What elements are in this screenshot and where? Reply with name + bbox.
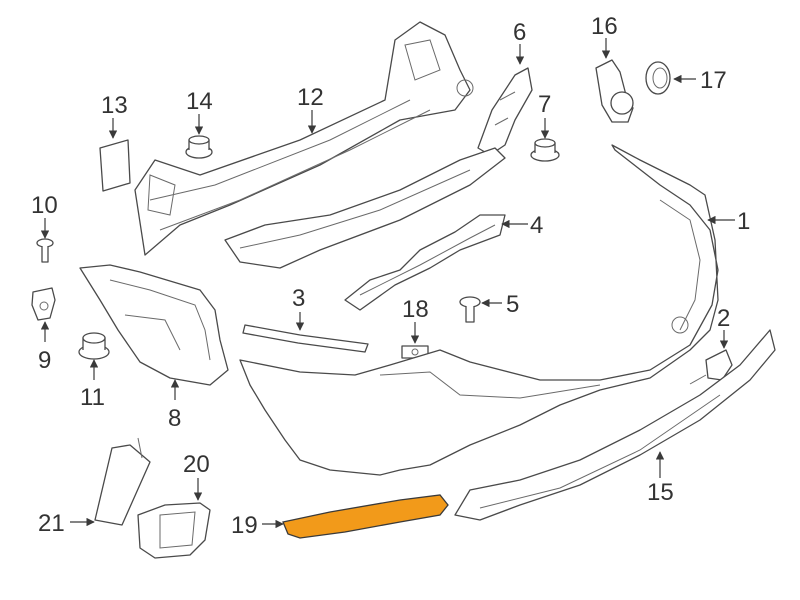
callout-14: 14 [186, 88, 213, 115]
part-12-bumper-carrier [134, 21, 474, 256]
callout-11: 11 [80, 384, 105, 411]
callout-8: 8 [168, 405, 181, 432]
callout-5: 5 [506, 291, 519, 318]
callout-17: 17 [700, 67, 727, 94]
part-8-side-bracket [79, 264, 229, 386]
callout-2: 2 [717, 305, 730, 332]
callout-1: 1 [737, 208, 750, 235]
callout-15: 15 [647, 479, 674, 506]
part-20-bracket [137, 502, 211, 559]
part-5-bolt [459, 296, 481, 323]
part-7-nut [530, 138, 560, 162]
callout-10: 10 [31, 192, 58, 219]
part-16-sensor [595, 59, 634, 123]
leader-lines [40, 38, 735, 529]
part-15-diffuser [454, 329, 776, 521]
callout-12: 12 [297, 84, 324, 111]
part-11-nut [78, 332, 110, 360]
callout-20: 20 [183, 451, 210, 478]
part-9-clip [31, 287, 56, 321]
part-3-trim-strip [242, 324, 369, 353]
part-17-sensor-ring [645, 61, 671, 95]
part-6-guide-bracket [477, 67, 533, 156]
callout-7: 7 [538, 91, 551, 118]
part-4-mounting-bracket [344, 214, 506, 311]
part-21-trim-piece [94, 437, 151, 526]
part-14-nut [185, 135, 213, 159]
callout-19: 19 [231, 512, 258, 539]
part-19-reflector [282, 494, 449, 539]
callout-21: 21 [38, 510, 65, 537]
callout-6: 6 [513, 19, 526, 46]
callout-13: 13 [101, 92, 128, 119]
callout-4: 4 [530, 212, 543, 239]
callout-9: 9 [38, 347, 51, 374]
part-13-cover-plate [99, 139, 131, 192]
callout-3: 3 [292, 285, 305, 312]
part-2-cover-flap [689, 349, 733, 385]
callout-labels: 1 2 3 4 5 6 7 8 9 10 11 12 13 14 15 16 1… [31, 13, 750, 539]
callout-16: 16 [591, 13, 618, 40]
callout-18: 18 [402, 296, 429, 323]
part-1-bumper-cover [239, 144, 719, 476]
part-10-bolt [36, 238, 54, 263]
part-energy-absorber [224, 147, 506, 269]
